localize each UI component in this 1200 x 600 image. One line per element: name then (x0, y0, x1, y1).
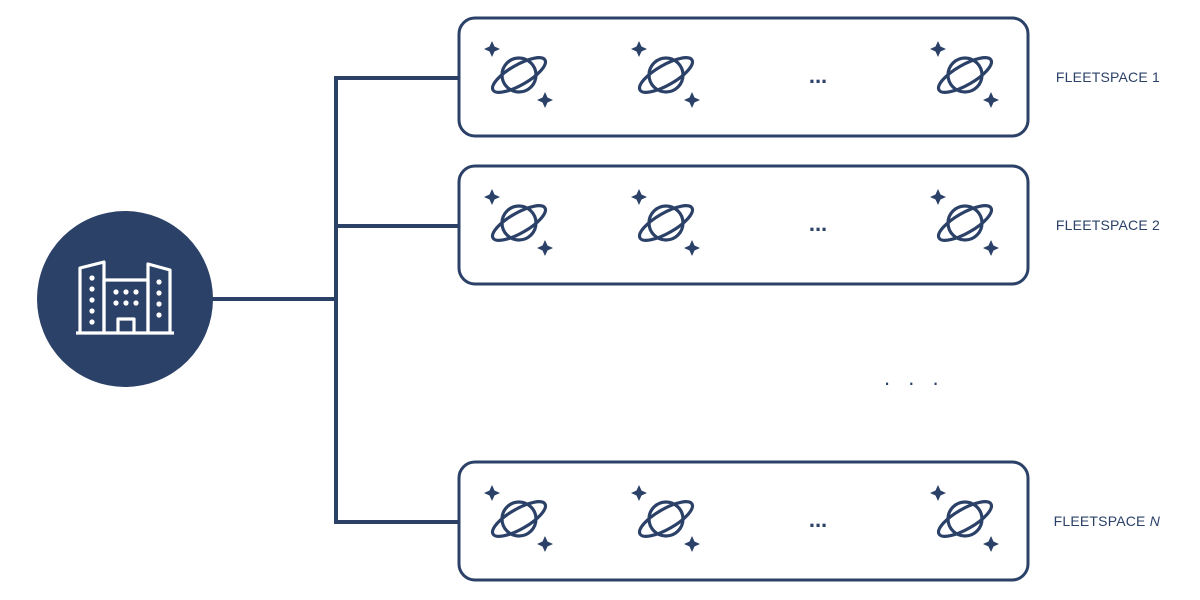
planet-icon (482, 39, 555, 110)
office-building-icon (76, 260, 174, 335)
fleetspace-row: ... FLEETSPACE N (457, 460, 1161, 582)
planet-icon (629, 187, 702, 258)
fleetspace-list: ... FLEETSPACE 1... FLEETSPACE 2... FLEETSP… (457, 16, 1161, 582)
fleetspace-label: FLEETSPACE N (1054, 513, 1161, 529)
connector-lines (212, 76, 460, 524)
fleetspace-ellipsis: ... (809, 211, 827, 236)
planet-icon (928, 483, 1001, 554)
planet-icon (482, 187, 555, 258)
fleetspace-row: ... FLEETSPACE 1 (457, 16, 1160, 138)
fleetspace-box (457, 16, 1030, 138)
fleetspace-gap-ellipsis: . . . (884, 365, 945, 390)
fleetspace-ellipsis: ... (809, 63, 827, 88)
hub-node (37, 211, 213, 387)
planet-icon (928, 187, 1001, 258)
planet-icon (482, 483, 555, 554)
building-windows (89, 275, 162, 325)
planet-icon (629, 39, 702, 110)
fleetspace-ellipsis: ... (809, 507, 827, 532)
fleetspace-box (457, 164, 1030, 286)
fleetspace-box (457, 460, 1030, 582)
fleetspace-label: FLEETSPACE 1 (1056, 69, 1160, 85)
fleetspace-row: ... FLEETSPACE 2 (457, 164, 1160, 286)
fleetspace-label: FLEETSPACE 2 (1056, 217, 1160, 233)
planet-icon (928, 39, 1001, 110)
planet-icon (629, 483, 702, 554)
